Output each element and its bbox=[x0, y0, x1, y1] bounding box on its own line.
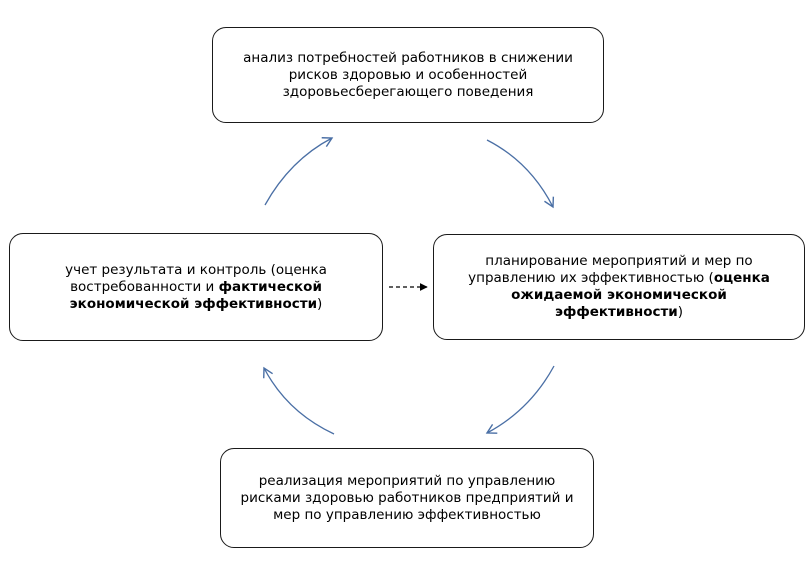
node-results-control: учет результата и контроль (оценка востр… bbox=[9, 233, 383, 341]
node-planning-text: планирование мероприятий и мер по управл… bbox=[446, 253, 792, 321]
node-planning-text-a: планирование мероприятий и мер по управл… bbox=[468, 253, 753, 286]
node-needs-analysis: анализ потребностей работников в снижени… bbox=[212, 27, 604, 123]
node-planning-text-b: ) bbox=[677, 304, 684, 320]
node-results-control-text-bold: фактической экономической эффективности bbox=[69, 278, 322, 312]
node-results-control-text-b: ) bbox=[317, 295, 323, 312]
node-implementation: реализация мероприятий по управлению рис… bbox=[220, 448, 594, 548]
arrow-top-to-right bbox=[486, 139, 555, 209]
arrow-right-to-bottom bbox=[485, 365, 555, 434]
arrow-bottom-to-left bbox=[263, 366, 335, 435]
node-needs-analysis-text: анализ потребностей работников в снижени… bbox=[243, 49, 573, 100]
node-implementation-text: реализация мероприятий по управлению рис… bbox=[240, 472, 574, 523]
node-planning-text-bold: оценка ожидаемой экономической эффективн… bbox=[511, 270, 770, 320]
arrow-left-to-top bbox=[264, 137, 334, 206]
node-results-control-text-a: учет результата и контроль (оценка востр… bbox=[65, 261, 327, 295]
node-results-control-text: учет результата и контроль (оценка востр… bbox=[22, 262, 370, 313]
node-planning: планирование мероприятий и мер по управл… bbox=[433, 234, 805, 340]
